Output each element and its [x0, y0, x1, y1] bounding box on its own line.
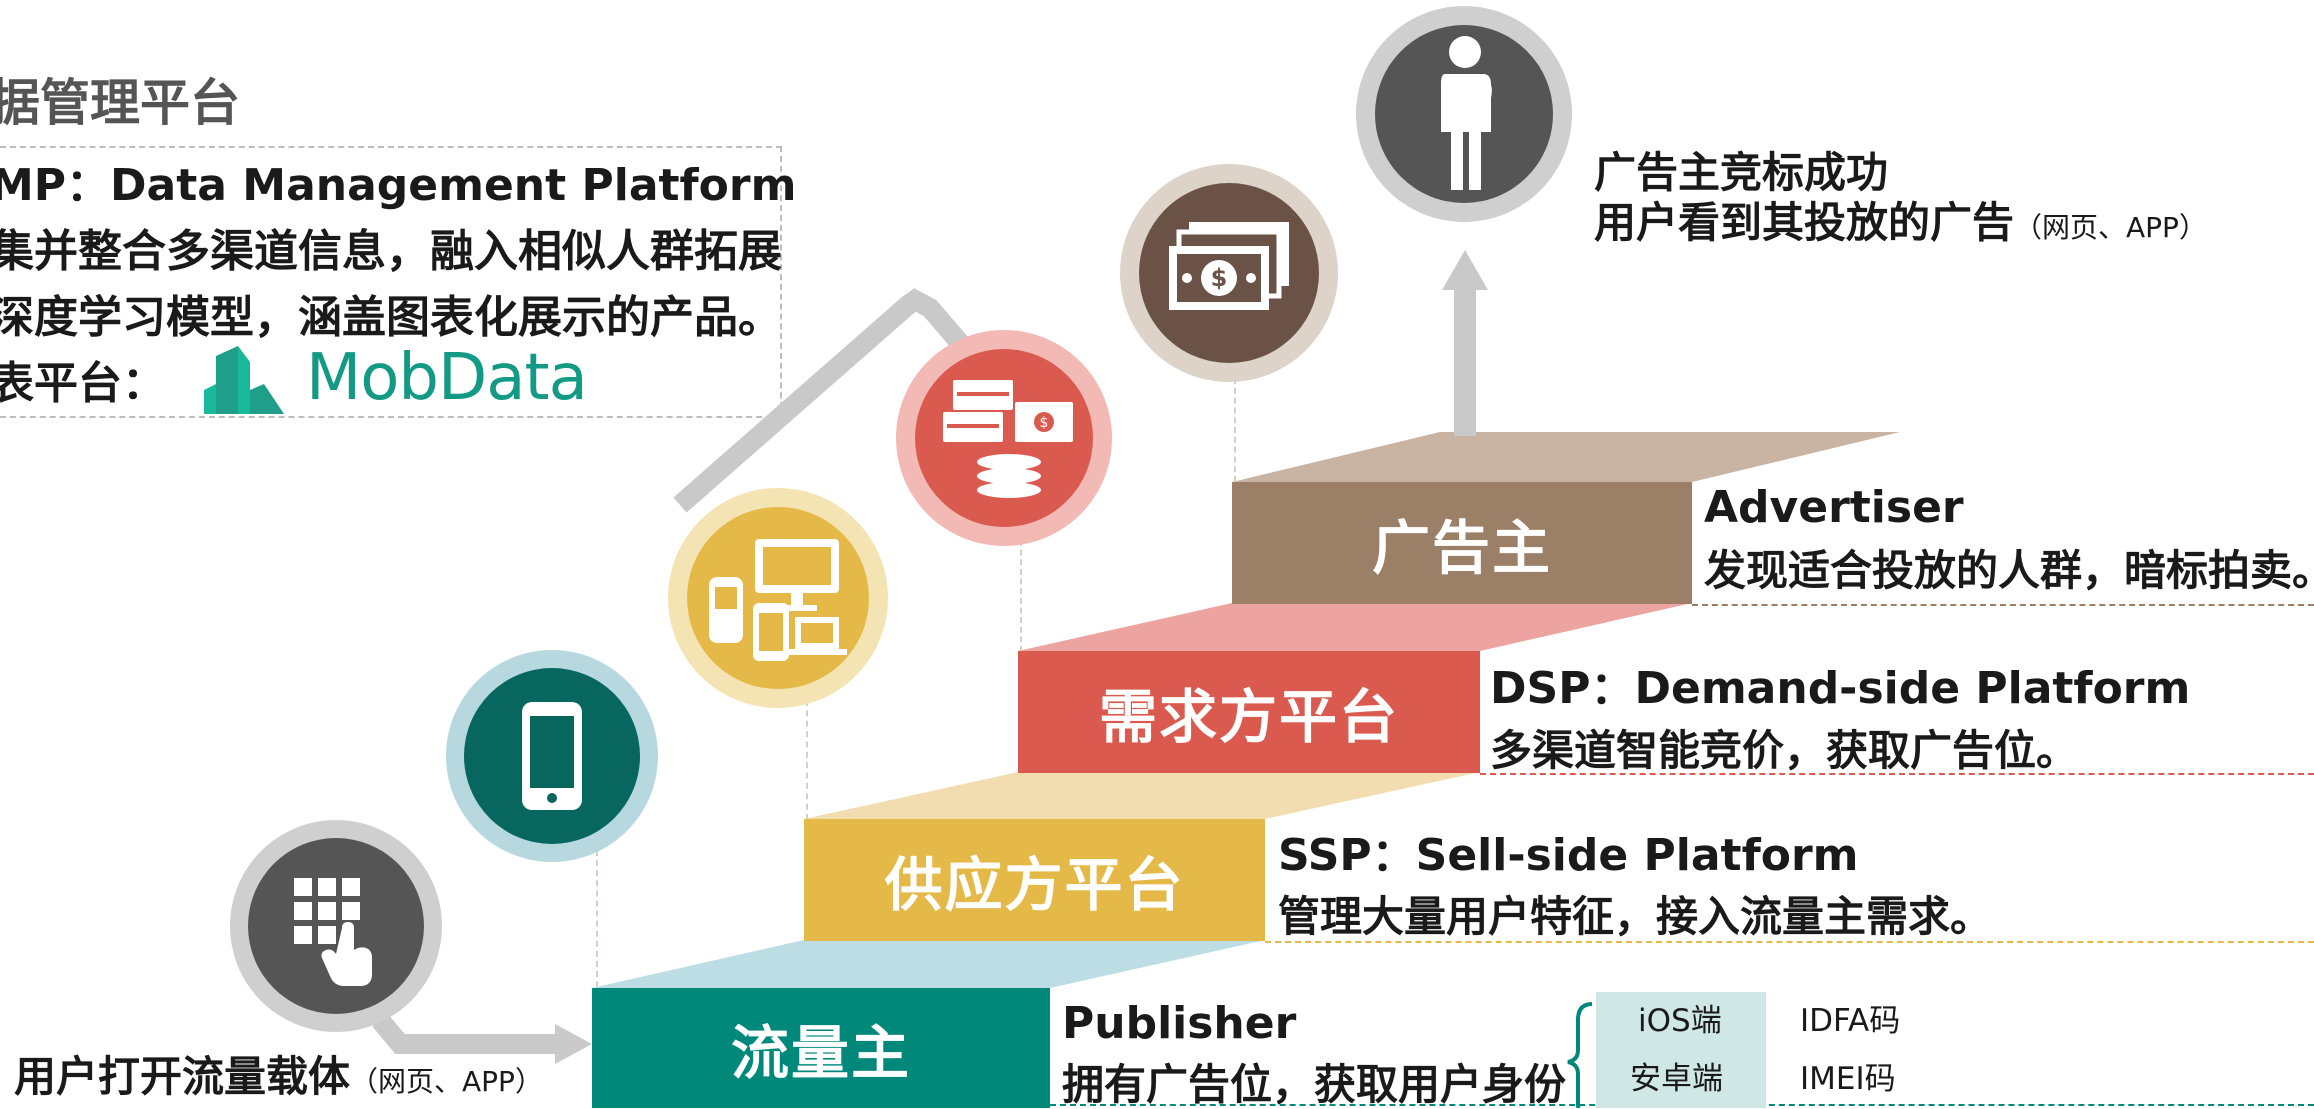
dmp-title: 据管理平台 [0, 74, 240, 132]
devices-icon [668, 488, 888, 708]
step-ssp: 供应方平台 [804, 819, 1265, 941]
ssp-desc: 管理大量用户特征，接入流量主需求。 [1278, 892, 1993, 941]
advertiser-desc: 发现适合投放的人群，暗标拍卖。 [1704, 546, 2314, 595]
bid-success-main: 用户看到其投放的广告 [1594, 198, 2015, 247]
guide-line [1234, 378, 1236, 482]
step-publisher-label: 流量主 [730, 1019, 911, 1087]
step-advertiser: 广告主 [1232, 482, 1692, 604]
guide-line [1020, 540, 1022, 652]
advertiser-underline [1692, 604, 2314, 606]
id-row-android-id: IMEI码 [1800, 1061, 1896, 1097]
money-icon: $ [896, 330, 1112, 546]
user-open-main: 用户打开流量载体 [14, 1052, 351, 1101]
svg-text:$: $ [1040, 415, 1049, 431]
user-open-note: （网页、APP） [350, 1065, 543, 1098]
ssp-underline [1265, 941, 2314, 943]
ssp-title: SSP：Sell-side Platform [1278, 830, 1859, 881]
dmp-box [0, 146, 782, 418]
dsp-underline [1480, 773, 2314, 775]
smartphone-icon [446, 650, 658, 862]
thinking-person-icon [1356, 6, 1572, 222]
id-platform-column [1596, 992, 1766, 1108]
guide-line [806, 700, 808, 820]
step-ssp-label: 供应方平台 [884, 851, 1185, 919]
dsp-title: DSP：Demand-side Platform [1490, 663, 2191, 714]
svg-text:$: $ [1211, 264, 1228, 292]
step-dsp: 需求方平台 [1018, 651, 1480, 773]
dmp-line-4: 表平台： [0, 358, 166, 409]
guide-line [596, 840, 598, 1108]
id-row-ios-platform: iOS端 [1638, 1003, 1722, 1039]
dmp-line-2: 集并整合多渠道信息，融入相似人群拓展 [0, 226, 782, 277]
mobdata-logo-text: MobData [306, 341, 588, 415]
step-publisher: 流量主 [592, 988, 1050, 1108]
id-row-android-platform: 安卓端 [1630, 1061, 1723, 1097]
cash-icon: $ [1120, 164, 1338, 382]
dsp-desc: 多渠道智能竞价，获取广告位。 [1490, 726, 2079, 775]
bid-success-line-1: 广告主竞标成功 [1594, 148, 1889, 197]
advertiser-title: Advertiser [1704, 482, 1964, 533]
id-row-ios-id: IDFA码 [1800, 1003, 1901, 1039]
mobdata-logo-icon [204, 340, 284, 414]
dmp-line-3: 深度学习模型，涵盖图表化展示的产品。 [0, 292, 782, 343]
bid-success-note: （网页、APP） [2014, 211, 2207, 244]
user-open-text: 用户打开流量载体（网页、APP） [14, 1056, 543, 1098]
step-dsp-label: 需求方平台 [1098, 683, 1399, 751]
dmp-line-1: MP：Data Management Platform [0, 160, 797, 211]
publisher-desc: 拥有广告位，获取用户身份 [1062, 1060, 1567, 1109]
touch-keypad-icon [230, 820, 442, 1032]
step-advertiser-label: 广告主 [1371, 514, 1552, 582]
bid-success-line-2: 用户看到其投放的广告（网页、APP） [1594, 202, 2207, 244]
publisher-title: Publisher [1062, 998, 1297, 1049]
